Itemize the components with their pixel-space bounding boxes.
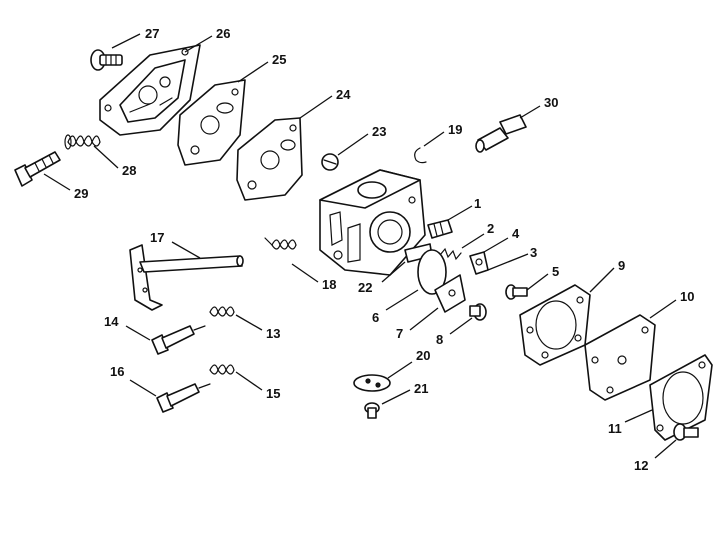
part-6-disc (417, 249, 447, 295)
part-11-cover (649, 354, 713, 441)
part-17-throttle-lever (129, 244, 244, 311)
part-19-clip (414, 147, 427, 164)
callout-4: 4 (512, 226, 520, 241)
callout-13: 13 (266, 326, 280, 341)
callout-19: 19 (448, 122, 462, 137)
part-26-cover (99, 44, 201, 136)
callout-2: 2 (487, 221, 494, 236)
callout-23: 23 (372, 124, 386, 139)
callout-6: 6 (372, 310, 379, 325)
callout-10: 10 (680, 289, 694, 304)
callout-29: 29 (74, 186, 88, 201)
part-24-gasket (236, 117, 303, 201)
callout-7: 7 (396, 326, 403, 341)
part-9-gasket (519, 284, 591, 366)
callout-12: 12 (634, 458, 648, 473)
callout-17: 17 (150, 230, 164, 245)
callout-5: 5 (552, 264, 559, 279)
part-14-needle (151, 325, 206, 355)
callout-1: 1 (474, 196, 481, 211)
callout-24: 24 (336, 87, 351, 102)
callout-18: 18 (322, 277, 336, 292)
part-7-plate (434, 274, 466, 313)
callout-28: 28 (122, 163, 136, 178)
callout-14: 14 (104, 314, 119, 329)
part-20-disc (353, 374, 391, 392)
part-13-spring (209, 306, 235, 317)
part-carburetor-body (319, 169, 426, 276)
part-5-screw (505, 284, 528, 300)
callouts: 27 26 25 24 23 19 30 28 29 1 2 4 3 5 9 1… (43, 26, 694, 473)
part-30-fitting (475, 114, 527, 153)
part-27-screw (90, 49, 123, 71)
callout-21: 21 (414, 381, 428, 396)
part-4-lever (469, 251, 489, 275)
callout-20: 20 (416, 348, 430, 363)
part-21-screw (364, 402, 380, 419)
callout-8: 8 (436, 332, 443, 347)
part-10-diaphragm (584, 314, 656, 401)
callout-16: 16 (110, 364, 124, 379)
part-1-pin (427, 219, 453, 239)
part-8-screw (469, 303, 487, 321)
part-25-gasket (177, 79, 246, 166)
callout-30: 30 (544, 95, 558, 110)
callout-15: 15 (266, 386, 280, 401)
callout-11: 11 (608, 421, 622, 436)
part-12-screw (673, 423, 699, 441)
callout-26: 26 (216, 26, 230, 41)
part-2-spring (439, 247, 462, 261)
part-23-welch-plug (321, 153, 339, 171)
part-16-needle (156, 383, 211, 413)
part-15-spring (209, 364, 235, 375)
callout-3: 3 (530, 245, 537, 260)
part-18-return-spring (264, 237, 297, 250)
callout-22: 22 (358, 280, 372, 295)
part-28-spring (64, 134, 101, 150)
part-29-adjusting-screw (14, 151, 61, 187)
callout-25: 25 (272, 52, 286, 67)
callout-9: 9 (618, 258, 625, 273)
callout-27: 27 (145, 26, 159, 41)
